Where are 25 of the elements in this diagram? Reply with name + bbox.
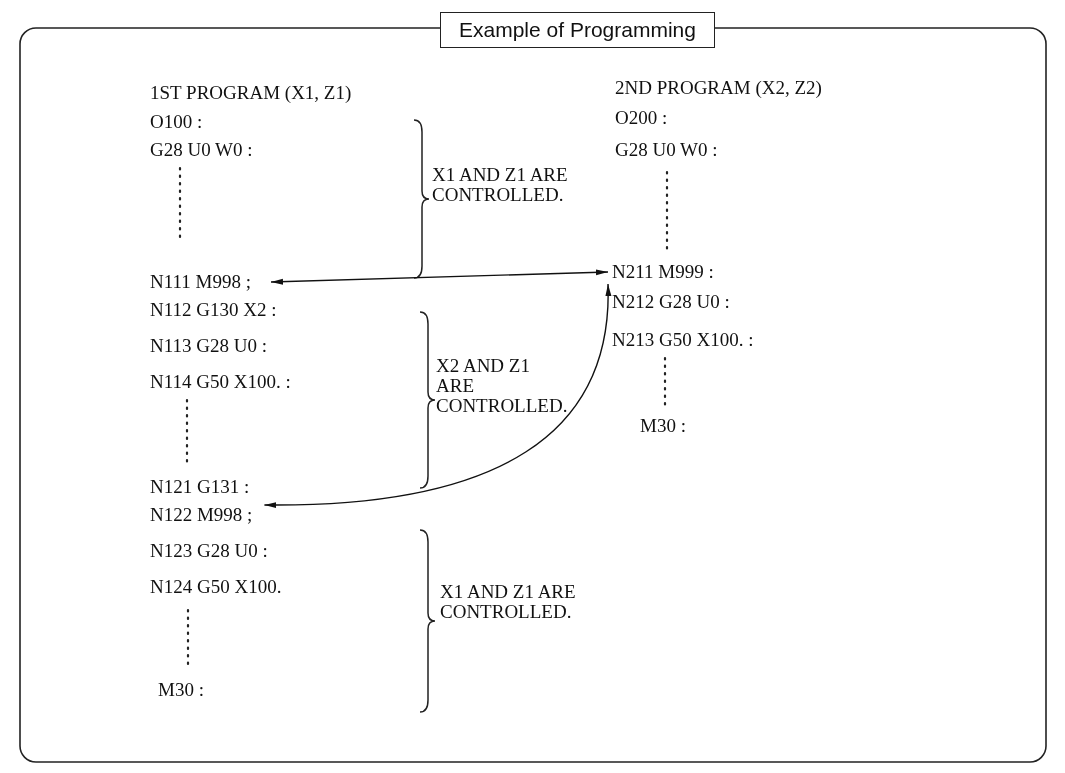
annotation-text: X1 AND Z1 ARE CONTROLLED. xyxy=(440,582,577,622)
title-banner: Example of Programming xyxy=(440,12,715,48)
code-line: N213 G50 X100. : xyxy=(612,330,754,350)
code-line: G28 U0 W0 : xyxy=(150,140,253,160)
double-arrow xyxy=(270,269,609,285)
program-heading: 2ND PROGRAM (X2, Z2) xyxy=(615,78,822,98)
code-line: N114 G50 X100. : xyxy=(150,372,291,392)
program-heading: 1ST PROGRAM (X1, Z1) xyxy=(150,83,352,103)
code-line: O100 : xyxy=(150,112,203,132)
code-line: M30 : xyxy=(640,416,686,436)
code-line: N123 G28 U0 : xyxy=(150,541,268,561)
code-line: N111 M998 ; xyxy=(150,272,251,292)
code-line: M30 : xyxy=(158,680,204,700)
code-line: N112 G130 X2 : xyxy=(150,300,277,320)
double-arrow xyxy=(263,283,611,508)
code-line: N212 G28 U0 : xyxy=(612,292,730,312)
code-line: N113 G28 U0 : xyxy=(150,336,267,356)
annotation-text: X1 AND Z1 ARE CONTROLLED. xyxy=(432,165,569,205)
code-line: G28 U0 W0 : xyxy=(615,140,718,160)
code-line: O200 : xyxy=(615,108,668,128)
code-line: N124 G50 X100. xyxy=(150,577,282,597)
code-line: N122 M998 ; xyxy=(150,505,253,525)
annotation-text: X2 AND Z1 ARE CONTROLLED. xyxy=(436,356,568,416)
code-line: N121 G131 : xyxy=(150,477,250,497)
code-line: N211 M999 : xyxy=(612,262,714,282)
